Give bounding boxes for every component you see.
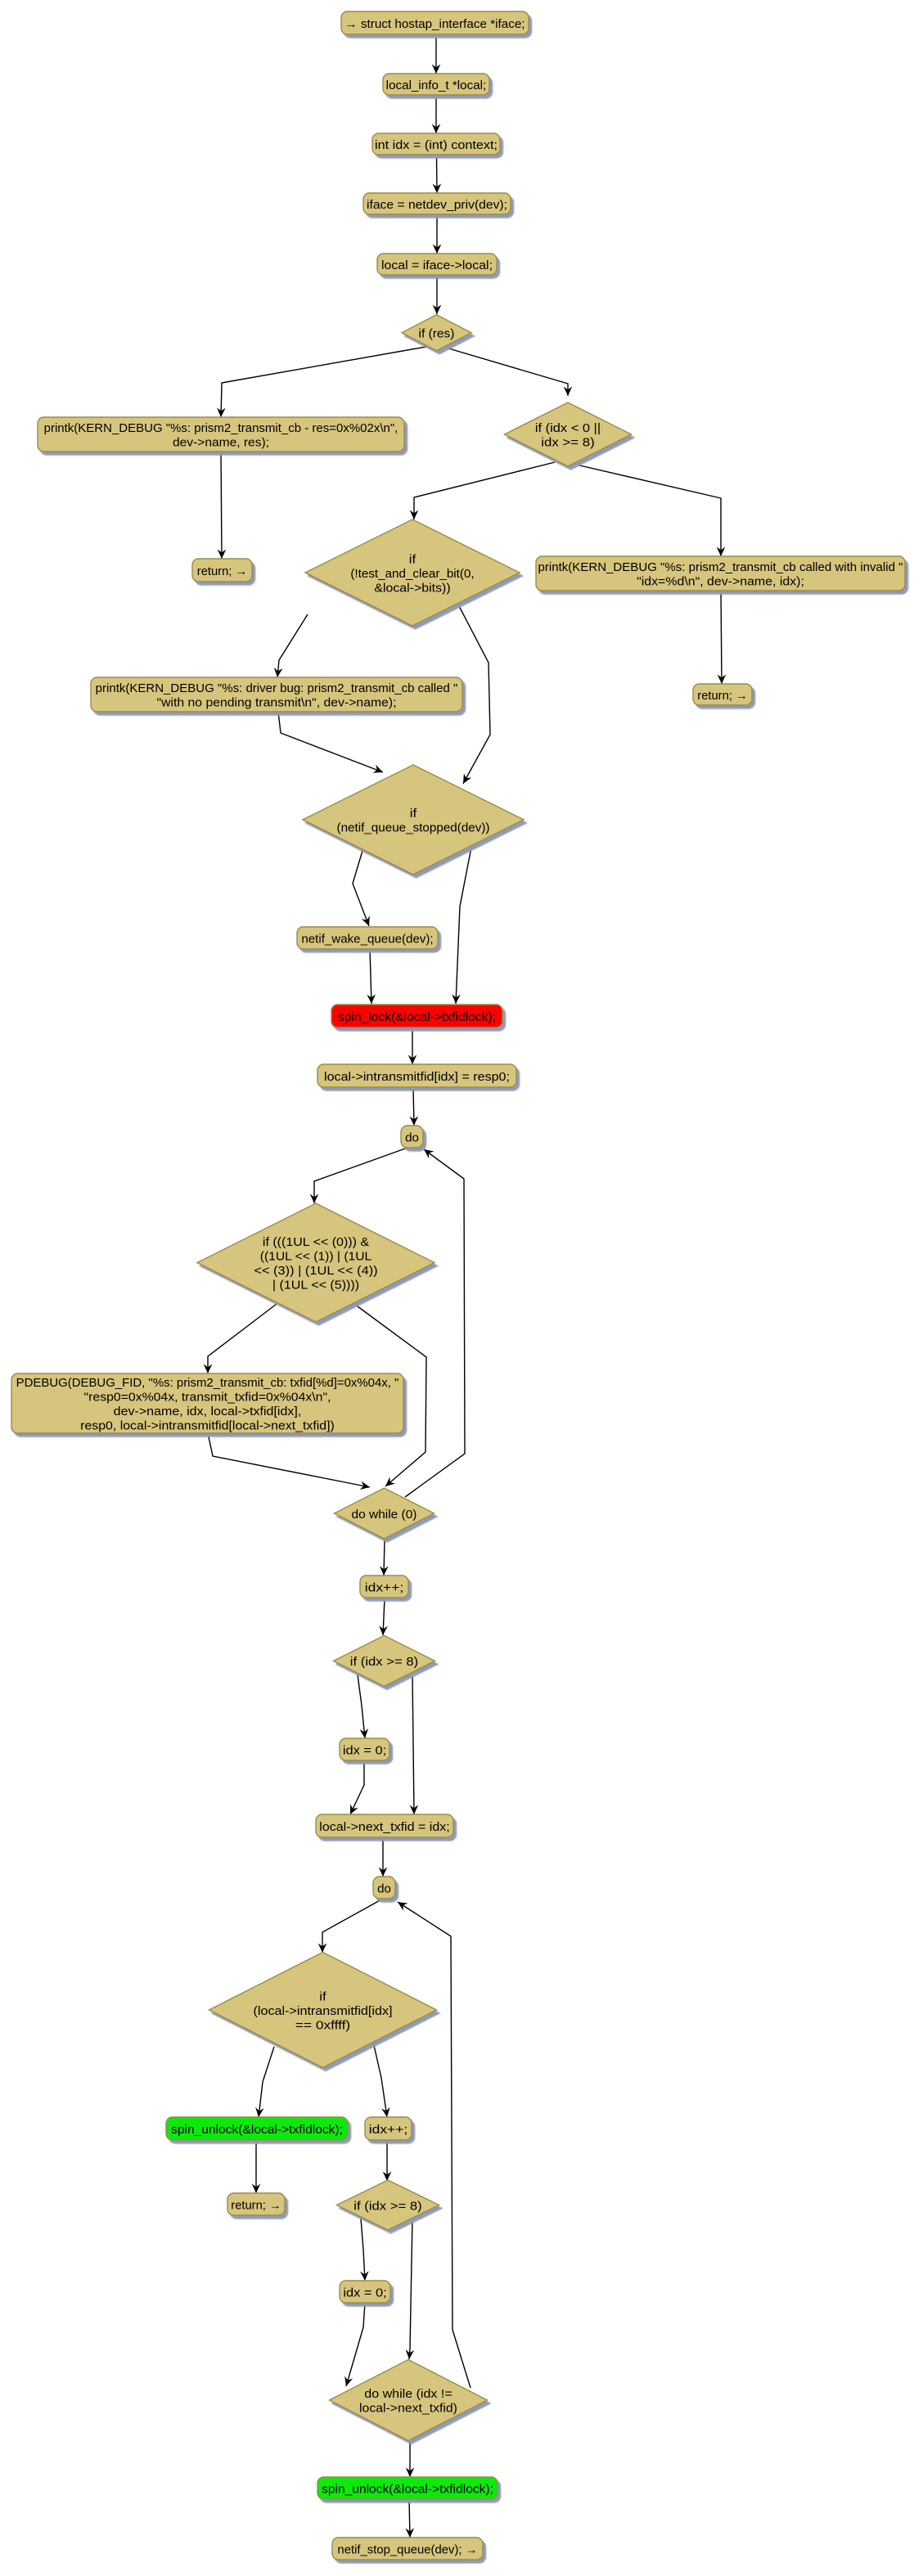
svg-text:((1UL << (1)) | (1UL: ((1UL << (1)) | (1UL xyxy=(260,1251,372,1264)
svg-text:spin_lock(&local->txfidlock);: spin_lock(&local->txfidlock); xyxy=(338,1011,496,1024)
svg-text:(!test_and_clear_bit(0,: (!test_and_clear_bit(0, xyxy=(350,568,474,581)
svg-text:if (idx >= 8): if (idx >= 8) xyxy=(350,1656,418,1669)
svg-text:if (((1UL << (0))) &: if (((1UL << (0))) & xyxy=(263,1236,370,1249)
svg-text:netif_stop_queue(dev); →: netif_stop_queue(dev); → xyxy=(337,2543,477,2556)
svg-text:printk(KERN_DEBUG "%s: driver: printk(KERN_DEBUG "%s: driver bug: prism… xyxy=(96,682,458,695)
svg-text:idx >= 8): idx >= 8) xyxy=(541,437,594,450)
svg-text:local->next_txfid = idx;: local->next_txfid = idx; xyxy=(319,1821,449,1834)
svg-text:idx = 0;: idx = 0; xyxy=(343,1744,386,1757)
svg-text:(local->intransmitfid[idx]: (local->intransmitfid[idx] xyxy=(254,2005,393,2018)
svg-text:== 0xffff): == 0xffff) xyxy=(295,2019,350,2032)
svg-text:local_info_t *local;: local_info_t *local; xyxy=(386,79,487,92)
svg-text:do: do xyxy=(405,1131,419,1144)
svg-text:printk(KERN_DEBUG "%s: prism2_: printk(KERN_DEBUG "%s: prism2_transmit_c… xyxy=(538,561,903,574)
svg-text:idx++;: idx++; xyxy=(365,1581,404,1594)
svg-text:PDEBUG(DEBUG_FID, "%s: prism2_: PDEBUG(DEBUG_FID, "%s: prism2_transmit_c… xyxy=(16,1377,399,1390)
svg-text:| (1UL << (5)))): | (1UL << (5)))) xyxy=(272,1279,359,1292)
svg-text:if (res): if (res) xyxy=(419,328,455,341)
svg-text:if: if xyxy=(319,1990,327,2003)
svg-text:"idx=%d\n", dev->name, idx);: "idx=%d\n", dev->name, idx); xyxy=(637,576,804,589)
svg-text:idx++;: idx++; xyxy=(369,2124,408,2137)
svg-text:printk(KERN_DEBUG "%s: prism2_: printk(KERN_DEBUG "%s: prism2_transmit_c… xyxy=(44,422,398,435)
svg-text:if: if xyxy=(410,807,418,820)
svg-text:"resp0=0x%04x, transmit_txfid=: "resp0=0x%04x, transmit_txfid=0x%04x\n", xyxy=(84,1391,331,1405)
svg-text:do while (0): do while (0) xyxy=(352,1508,417,1522)
svg-text:idx = 0;: idx = 0; xyxy=(343,2286,386,2300)
svg-text:local->intransmitfid[idx] = re: local->intransmitfid[idx] = resp0; xyxy=(324,1071,510,1084)
svg-text:return; →: return; → xyxy=(231,2199,281,2212)
svg-text:return; →: return; → xyxy=(197,565,247,578)
svg-text:return; →: return; → xyxy=(697,690,747,703)
svg-text:"with no pending transmit\n",: "with no pending transmit\n", dev->name)… xyxy=(157,697,397,710)
svg-text:do while (idx !=: do while (idx != xyxy=(364,2388,452,2401)
svg-text:if (idx >= 8): if (idx >= 8) xyxy=(353,2200,421,2213)
svg-text:spin_unlock(&local->txfidlock): spin_unlock(&local->txfidlock); xyxy=(171,2124,343,2137)
svg-text:local = iface->local;: local = iface->local; xyxy=(381,259,493,272)
svg-text:netif_wake_queue(dev);: netif_wake_queue(dev); xyxy=(301,933,433,946)
svg-text:→ struct hostap_interface *ifa: → struct hostap_interface *iface; xyxy=(344,18,525,31)
svg-text:&local->bits)): &local->bits)) xyxy=(374,582,450,595)
svg-text:<< (3)) | (1UL << (4)): << (3)) | (1UL << (4)) xyxy=(254,1265,377,1278)
svg-text:dev->name, res);: dev->name, res); xyxy=(173,437,269,450)
svg-text:(netif_queue_stopped(dev)): (netif_queue_stopped(dev)) xyxy=(337,822,490,835)
svg-text:dev->name, idx, local->txfid[i: dev->name, idx, local->txfid[idx], xyxy=(114,1405,302,1418)
svg-text:do: do xyxy=(377,1882,391,1895)
svg-text:iface = netdev_priv(dev);: iface = netdev_priv(dev); xyxy=(367,199,507,212)
svg-text:if: if xyxy=(409,553,417,566)
svg-text:local->next_txfid): local->next_txfid) xyxy=(359,2403,457,2416)
svg-text:spin_unlock(&local->txfidlock): spin_unlock(&local->txfidlock); xyxy=(322,2483,493,2496)
svg-text:if (idx < 0 ||: if (idx < 0 || xyxy=(535,422,601,435)
svg-text:resp0, local->intransmitfid[lo: resp0, local->intransmitfid[local->next_… xyxy=(80,1420,335,1433)
svg-text:int idx = (int) context;: int idx = (int) context; xyxy=(375,139,498,152)
